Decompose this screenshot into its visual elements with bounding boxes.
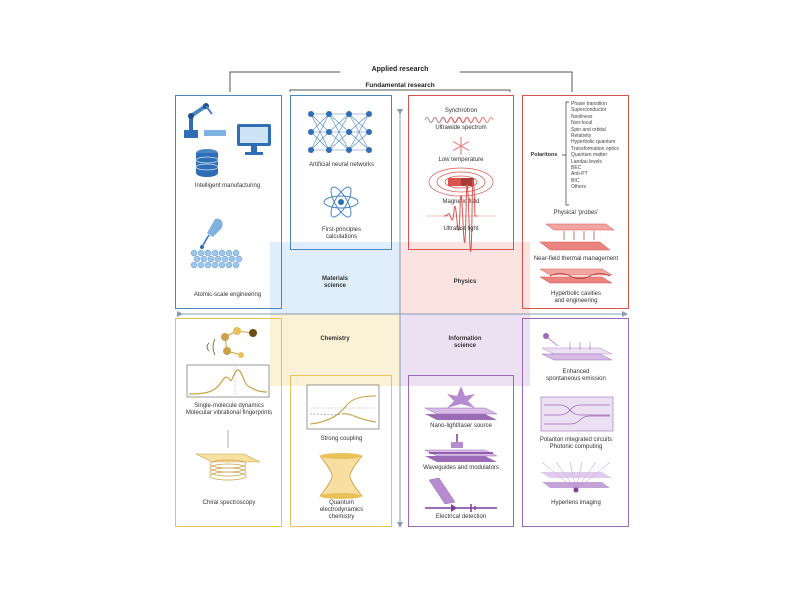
neural-network-icon <box>308 111 372 153</box>
electrical-detection-icon <box>425 477 497 512</box>
atom-array-icon <box>190 249 243 269</box>
single-molecule-label: Single-molecule dynamics Molecular vibra… <box>185 403 273 416</box>
applied-research-label: Applied research <box>340 66 460 73</box>
physical-probes-label: Physical ‘probes’ <box>553 210 599 216</box>
strong-coupling-label: Strong coupling <box>320 436 363 442</box>
information-science-label: Information science <box>448 336 482 349</box>
polariton-item: BIC <box>571 177 580 184</box>
spontaneous-emission-icon <box>541 333 613 361</box>
atom-icon <box>323 186 359 218</box>
polariton-item: Nonlinear <box>571 113 593 120</box>
materials-science-bg <box>270 242 400 314</box>
hyperbolic-cavities-label: Hyperbolic cavities and engineering <box>550 291 602 304</box>
electrical-detection-label: Electrical detection <box>435 514 487 520</box>
chiral-coil-icon <box>195 430 261 481</box>
polariton-item: Superconductor <box>571 107 607 114</box>
ultrafast-light-label: Ultrafast light <box>443 226 479 232</box>
integrated-circuits-label: Polariton integrated circuits Photonic c… <box>539 437 613 450</box>
thermal-plates-icon <box>539 223 615 251</box>
polariton-item: Quantum matter <box>571 152 608 159</box>
polariton-item: Spin and orbital <box>571 126 606 133</box>
chemistry-label: Chemistry <box>320 336 350 342</box>
nano-light-source-icon <box>424 386 498 420</box>
fundamental-research-label: Fundamental research <box>340 82 460 89</box>
spectrum-wave-icon <box>424 116 494 124</box>
enhanced-emission-label: Enhanced spontaneous emission <box>546 369 606 382</box>
physics-label: Physics <box>453 279 477 285</box>
polariton-item: Relativity <box>571 133 592 140</box>
polariton-item: Landau levels <box>571 158 602 165</box>
polaritons-bracket <box>562 101 569 206</box>
cavity-icon <box>319 453 363 499</box>
chemistry-bg <box>270 314 400 386</box>
materials-science-label: Materials science <box>321 276 348 289</box>
ultrafast-pulse-icon <box>426 178 496 252</box>
polariton-item: Anti-PT <box>571 171 588 178</box>
yellow-inner-box <box>290 375 392 527</box>
integrated-circuit-icon <box>540 396 614 432</box>
first-principles-label: First-principles calculations <box>321 227 361 240</box>
hyperlens-imaging-label: Hyperlens imaging <box>551 500 601 506</box>
polaritons-label: Polaritons <box>530 152 558 158</box>
hyperlens-icon <box>540 461 612 493</box>
polariton-item: Hyperbolic quantum <box>571 139 616 146</box>
physics-bg <box>400 242 530 314</box>
near-field-thermal-label: Near-field thermal management <box>533 256 619 262</box>
atomic-scale-engineering-label: Atomic-scale engineering <box>193 292 262 298</box>
purple-inner-box <box>408 375 514 527</box>
blue-inner-box <box>290 95 392 250</box>
magnetic-field-label: Magnetic field <box>442 199 480 205</box>
waveguide-icon <box>424 434 498 462</box>
chiral-spectroscopy-label: Chiral spectroscopy <box>202 500 256 506</box>
snowflake-icon <box>452 137 470 155</box>
polariton-item: Phase transition <box>571 101 607 107</box>
intelligent-manufacturing-label: Intelligent manufacturing <box>194 183 261 189</box>
nano-light-label: Nano-light/laser source <box>430 423 492 429</box>
purple-outer-box <box>522 318 629 527</box>
strong-coupling-plot-icon <box>306 384 380 430</box>
low-temperature-label: Low temperature <box>438 157 484 163</box>
polariton-item: Transformation optics <box>571 145 619 152</box>
yellow-outer-box <box>175 318 282 527</box>
database-icon <box>195 149 219 177</box>
red-outer-box <box>522 95 629 309</box>
polariton-item: BEC <box>571 165 582 172</box>
polariton-item: Non-local <box>571 120 593 127</box>
ann-label: Artificial neural networks <box>308 162 375 168</box>
monitor-icon <box>237 124 271 155</box>
information-science-bg <box>400 314 530 386</box>
robot-arm-icon <box>184 103 226 138</box>
molecule-icon <box>206 327 257 358</box>
ultrawide-spectrum-label: Ultrawide spectrum <box>435 125 487 131</box>
qed-chemistry-label: Quantum electrodynamics chemistry <box>319 500 364 520</box>
synchrotron-label: Synchrotron <box>444 108 478 114</box>
red-inner-box <box>408 95 514 250</box>
hyperbolic-cavity-icon <box>539 268 613 284</box>
spectrum-plot-icon <box>186 364 270 398</box>
polariton-item: Others <box>571 184 587 191</box>
waveguides-label: Waveguides and modulators <box>423 465 499 471</box>
magnet-field-icon <box>428 167 494 197</box>
blue-outer-box <box>175 95 282 309</box>
polariton-items: Phase transition Superconductor Nonlinea… <box>571 101 627 191</box>
hand-pipette-icon <box>200 218 223 249</box>
